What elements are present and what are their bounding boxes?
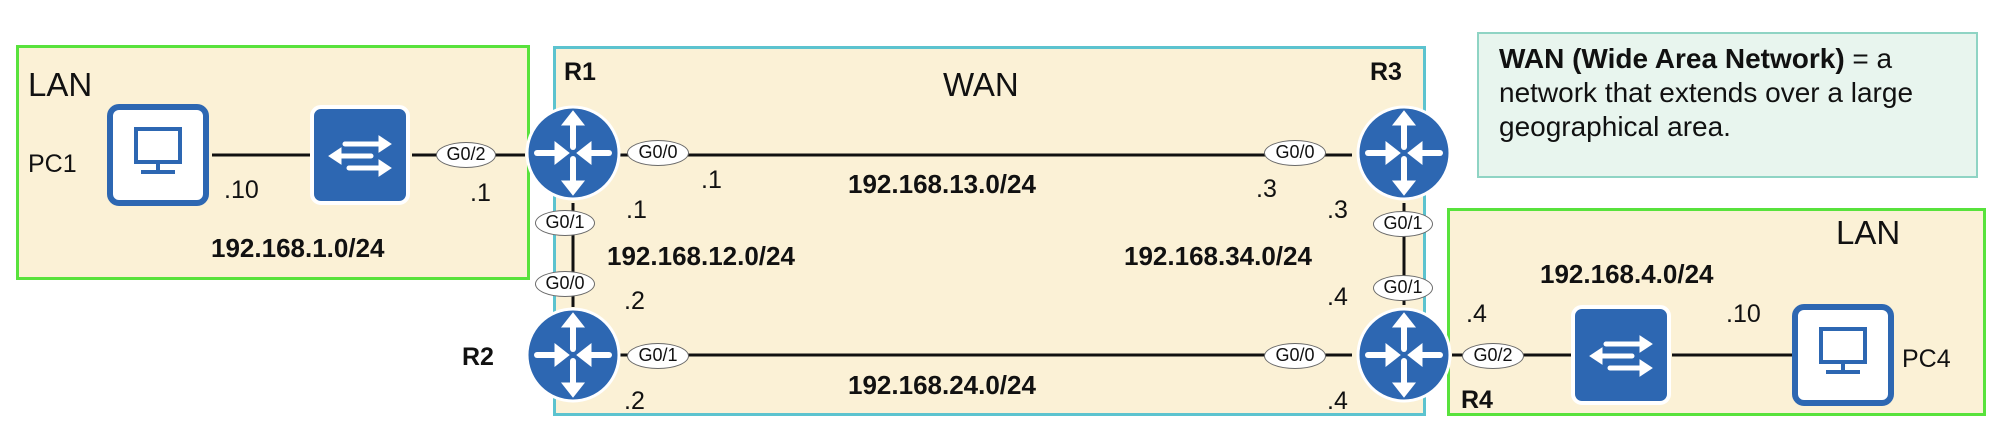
- r1-g0-1-port: G0/1: [535, 210, 595, 236]
- network-lan1: 192.168.1.0/24: [211, 233, 385, 263]
- r4-router-icon[interactable]: [1354, 305, 1454, 405]
- addr-r2-g0-0: .2: [624, 287, 645, 315]
- r2-g0-0-port: G0/0: [535, 271, 595, 297]
- r1-g0-2-port: G0/2: [436, 142, 496, 168]
- network-lan4: 192.168.4.0/24: [1540, 259, 1714, 289]
- addr-r4-g0-0: .4: [1327, 387, 1348, 415]
- lan-right-region: [1447, 208, 1986, 416]
- addr-pc4: .10: [1726, 300, 1761, 328]
- r4-g0-2-port: G0/2: [1462, 343, 1524, 369]
- addr-r1-g0-0: .1: [701, 166, 722, 194]
- note-term: WAN (Wide Area Network): [1499, 43, 1845, 74]
- r4-g0-1-port: G0/1: [1373, 275, 1433, 301]
- r4-g0-0-port: G0/0: [1264, 343, 1326, 369]
- wan-definition-note: WAN (Wide Area Network) = a network that…: [1477, 32, 1978, 178]
- r1-g0-0-port: G0/0: [627, 140, 689, 166]
- r3-g0-1-port: G0/1: [1373, 211, 1433, 237]
- network-r1-r2: 192.168.12.0/24: [607, 241, 795, 271]
- wan-label: WAN: [943, 66, 1019, 103]
- addr-pc1: .10: [224, 176, 259, 204]
- network-r2-r4: 192.168.24.0/24: [848, 370, 1036, 400]
- r2-g0-1-port: G0/1: [627, 343, 689, 369]
- switch4-icon[interactable]: [1570, 304, 1672, 406]
- addr-r4-g0-1: .4: [1327, 283, 1348, 311]
- addr-r1-g0-2: .1: [470, 179, 491, 207]
- addr-r3-g0-1: .3: [1327, 196, 1348, 224]
- pc1-computer-icon[interactable]: [107, 104, 209, 206]
- addr-r1-g0-1: .1: [626, 196, 647, 224]
- note-definition: = a network that extends over a large ge…: [1499, 43, 1914, 142]
- r3-label: R3: [1370, 58, 1402, 86]
- addr-r2-g0-1: .2: [624, 387, 645, 415]
- lan-left-label: LAN: [28, 66, 93, 103]
- pc1-label: PC1: [28, 150, 77, 178]
- network-r1-r3: 192.168.13.0/24: [848, 169, 1036, 199]
- r3-router-icon[interactable]: [1354, 103, 1454, 203]
- r1-router-icon[interactable]: [523, 103, 623, 203]
- switch1-icon[interactable]: [309, 104, 411, 206]
- addr-r3-g0-0: .3: [1256, 175, 1277, 203]
- r2-label: R2: [462, 343, 494, 371]
- r4-label: R4: [1461, 386, 1493, 414]
- r1-label: R1: [564, 58, 596, 86]
- network-r3-r4: 192.168.34.0/24: [1124, 241, 1312, 271]
- pc4-computer-icon[interactable]: [1792, 304, 1894, 406]
- r2-router-icon[interactable]: [523, 305, 623, 405]
- addr-r4-g0-2: .4: [1466, 300, 1487, 328]
- lan-right-label: LAN: [1836, 214, 1901, 251]
- pc4-label: PC4: [1902, 345, 1951, 373]
- r3-g0-0-port: G0/0: [1264, 140, 1326, 166]
